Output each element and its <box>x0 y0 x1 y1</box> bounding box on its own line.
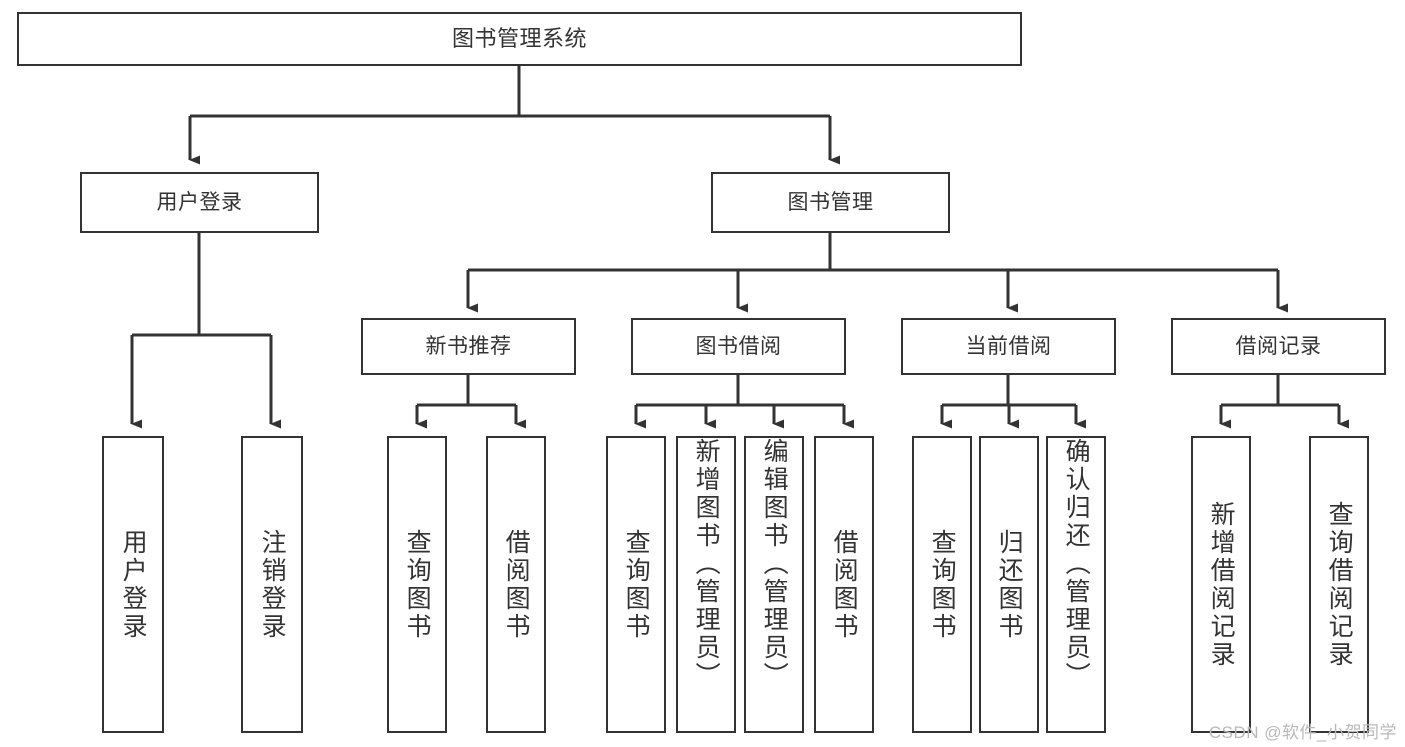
leaf-return-book[interactable]: 归还图书 <box>979 436 1039 733</box>
node-label: 新增借阅记录 <box>1207 500 1236 669</box>
leaf-borrow-book[interactable]: 借阅图书 <box>814 436 874 733</box>
leaf-edit-book-admin[interactable]: 编辑图书（管理员） <box>744 436 804 733</box>
node-label: 编辑图书（管理员） <box>760 438 789 690</box>
node-label: 查询图书 <box>622 528 651 641</box>
leaf-add-borrow-record[interactable]: 新增借阅记录 <box>1191 436 1251 733</box>
node-label: 当前借阅 <box>965 335 1052 358</box>
node-label: 借阅图书 <box>502 528 531 641</box>
node-label: 查询图书 <box>928 528 957 641</box>
node-label: 新增图书（管理员） <box>692 438 721 690</box>
leaf-borrow-book-recommend[interactable]: 借阅图书 <box>486 436 546 733</box>
node-label: 注销登录 <box>258 528 287 641</box>
leaf-query-borrow-record[interactable]: 查询借阅记录 <box>1309 436 1369 733</box>
node-book-management[interactable]: 图书管理 <box>711 172 950 233</box>
node-label: 用户登录 <box>156 191 243 214</box>
leaf-add-book-admin[interactable]: 新增图书（管理员） <box>676 436 736 733</box>
leaf-query-book-recommend[interactable]: 查询图书 <box>387 436 447 733</box>
node-label: 查询借阅记录 <box>1325 500 1354 669</box>
leaf-query-book-borrow[interactable]: 查询图书 <box>606 436 666 733</box>
node-label: 确认归还（管理员） <box>1062 438 1091 690</box>
node-label: 借阅图书 <box>830 528 859 641</box>
node-book-borrow[interactable]: 图书借阅 <box>631 318 846 375</box>
node-current-borrow[interactable]: 当前借阅 <box>901 318 1116 375</box>
leaf-logout[interactable]: 注销登录 <box>241 436 303 733</box>
node-label: 用户登录 <box>119 528 148 641</box>
leaf-query-book-current[interactable]: 查询图书 <box>912 436 972 733</box>
node-borrow-record[interactable]: 借阅记录 <box>1171 318 1386 375</box>
node-label: 新书推荐 <box>425 335 512 358</box>
node-label: 图书管理 <box>787 191 874 214</box>
node-user-login[interactable]: 用户登录 <box>80 172 319 233</box>
node-root-book-management-system[interactable]: 图书管理系统 <box>17 12 1022 66</box>
node-label: 归还图书 <box>995 528 1024 641</box>
leaf-confirm-return-admin[interactable]: 确认归还（管理员） <box>1046 436 1106 733</box>
watermark: CSDN @软件_小贺同学 <box>1208 723 1397 742</box>
node-label: 查询图书 <box>403 528 432 641</box>
node-label: 借阅记录 <box>1235 335 1322 358</box>
node-label: 图书借阅 <box>695 335 782 358</box>
node-new-book-recommend[interactable]: 新书推荐 <box>361 318 576 375</box>
leaf-user-login[interactable]: 用户登录 <box>102 436 164 733</box>
node-label: 图书管理系统 <box>451 26 587 51</box>
